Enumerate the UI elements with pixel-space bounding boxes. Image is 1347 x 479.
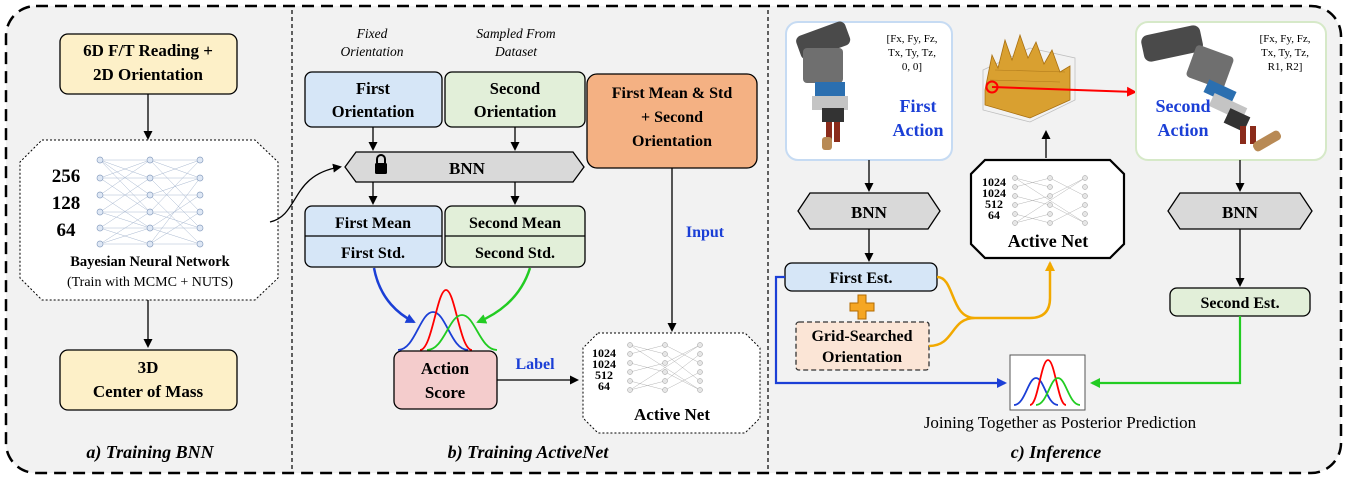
second-action-1: Second xyxy=(1155,96,1210,116)
sampled-label-2: Dataset xyxy=(494,44,538,59)
active-b-1024a: 1024 xyxy=(592,346,616,360)
arrow-second-to-score xyxy=(476,267,532,324)
grid-searched-1: Grid-Searched xyxy=(811,328,912,345)
grid-searched-2: Orientation xyxy=(822,349,902,366)
gaussian-curves-c xyxy=(1013,359,1081,406)
arrow-bnn-to-panel-b xyxy=(269,163,342,223)
layer-size-128: 128 xyxy=(52,193,81,214)
sampled-label-1: Sampled From xyxy=(476,26,556,41)
layer-size-64: 64 xyxy=(57,220,77,241)
com-line2: Center of Mass xyxy=(93,382,204,401)
first-vector-1: [Fx, Fy, Fz, xyxy=(887,33,938,45)
bnn-left-label: BNN xyxy=(851,203,888,222)
first-std: First Std. xyxy=(341,245,405,262)
second-action-2: Action xyxy=(1158,120,1209,140)
bnn-network-graph xyxy=(96,156,204,248)
first-vector-3: 0, 0] xyxy=(902,61,922,73)
first-action-2: Action xyxy=(893,120,944,140)
active-net-c-title: Active Net xyxy=(1008,231,1088,251)
fixed-label-2: Orientation xyxy=(341,44,404,59)
second-vector-3: R1, R2] xyxy=(1268,61,1303,73)
bnn-title: Bayesian Neural Network xyxy=(70,254,230,270)
second-orientation-2: Orientation xyxy=(474,102,557,121)
active-b-64: 64 xyxy=(598,379,610,393)
active-net-c-graph xyxy=(1012,175,1088,226)
active-net-b-title: Active Net xyxy=(634,405,710,424)
active-net-b-box xyxy=(582,332,761,434)
active-c-64: 64 xyxy=(988,208,1000,222)
caption-c: c) Inference xyxy=(1011,442,1101,463)
bnn-frozen-box xyxy=(344,151,585,183)
first-est-label: First Est. xyxy=(829,270,892,287)
bnn-label-b: BNN xyxy=(449,159,486,178)
robot-gripper-first xyxy=(796,21,851,150)
first-vector-2: Tx, Ty, Tz, xyxy=(888,47,936,59)
fixed-label-1: Fixed xyxy=(356,26,388,41)
posterior-plot-box xyxy=(1009,354,1086,411)
bnn-network-box xyxy=(19,139,279,301)
input-box-1: First Mean & Std xyxy=(612,85,733,102)
bnn-right-label: BNN xyxy=(1222,203,1259,222)
active-c-512: 512 xyxy=(985,197,1003,211)
input-box-2: + Second xyxy=(641,109,703,126)
arrow-red-to-second-action xyxy=(991,86,1137,97)
caption-a: a) Training BNN xyxy=(86,442,214,463)
ft-reading-line1: 6D F/T Reading + xyxy=(83,41,213,60)
second-mean: Second Mean xyxy=(469,215,561,232)
second-est-label: Second Est. xyxy=(1200,295,1279,312)
label-text: Label xyxy=(515,356,555,373)
second-vector-2: Tx, Ty, Tz, xyxy=(1261,47,1309,59)
active-net-b-graph xyxy=(627,342,703,393)
caption-b: b) Training ActiveNet xyxy=(448,442,610,463)
first-mean: First Mean xyxy=(335,215,411,232)
action-score-1: Action xyxy=(421,359,470,378)
active-c-1024a: 1024 xyxy=(982,175,1006,189)
active-c-1024b: 1024 xyxy=(982,186,1006,200)
lock-icon xyxy=(375,154,387,174)
arrow-green-to-posterior xyxy=(1090,316,1242,388)
active-b-1024b: 1024 xyxy=(592,357,616,371)
second-vector-1: [Fx, Fy, Fz, xyxy=(1260,33,1311,45)
bnn-right-box xyxy=(1167,192,1313,230)
bnn-subtitle: (Train with MCMC + NUTS) xyxy=(67,275,233,290)
arrow-first-to-score xyxy=(372,267,416,324)
arrow-blue-to-posterior xyxy=(774,275,1007,388)
active-b-512: 512 xyxy=(595,368,613,382)
input-box-3: Orientation xyxy=(632,133,712,150)
second-std: Second Std. xyxy=(475,245,555,262)
first-orientation-1: First xyxy=(356,79,390,98)
gaussian-curves-b xyxy=(397,289,498,351)
second-orientation-1: Second xyxy=(490,79,540,98)
arrow-orange-to-activenet xyxy=(928,263,1050,348)
plus-icon xyxy=(849,294,875,320)
layer-size-256: 256 xyxy=(52,166,81,187)
first-action-1: First xyxy=(900,96,937,116)
ft-reading-line2: 2D Orientation xyxy=(93,65,204,84)
center-of-mass-box xyxy=(59,349,238,411)
joining-caption: Joining Together as Posterior Prediction xyxy=(924,413,1197,432)
action-score-2: Score xyxy=(425,383,466,402)
com-line1: 3D xyxy=(138,358,159,377)
bnn-left-box xyxy=(797,192,941,230)
input-text: Input xyxy=(686,224,725,241)
first-orientation-2: Orientation xyxy=(332,102,415,121)
robot-gripper-second xyxy=(1141,25,1282,152)
